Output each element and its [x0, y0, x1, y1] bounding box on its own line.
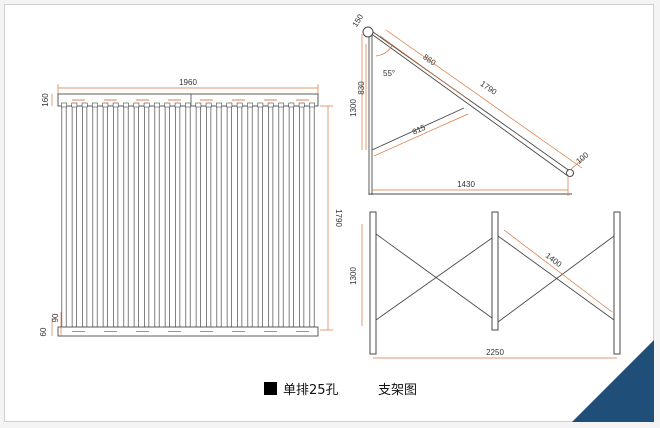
collector-tube — [175, 105, 181, 328]
front-view: 1960 160 1790 60 90 — [39, 78, 343, 336]
collector-tube — [164, 105, 170, 328]
front-top-offset-label: 160 — [41, 93, 50, 107]
tube-socket — [216, 102, 222, 108]
collector-tube — [61, 105, 67, 328]
tube-socket — [226, 102, 233, 108]
rear-diag-dim-line — [503, 229, 613, 313]
rear-diag-label: 1400 — [544, 251, 564, 269]
tube-socket — [185, 102, 191, 108]
tube-socket — [112, 102, 119, 108]
tube-socket — [133, 102, 140, 108]
side-base-label: 1430 — [457, 180, 475, 189]
caption-square — [264, 382, 277, 395]
rear-height-label: 1300 — [349, 267, 358, 285]
tube-socket — [143, 102, 150, 108]
tube-socket — [236, 102, 243, 108]
side-collector-inner — [372, 31, 575, 175]
angle-arc — [375, 45, 393, 57]
side-brace — [371, 107, 465, 151]
side-tank — [362, 26, 374, 38]
rear-width-label: 2250 — [486, 348, 504, 357]
front-height-label: 1790 — [334, 209, 343, 227]
side-brace-dim-line — [373, 113, 469, 157]
corner-triangle — [572, 340, 654, 422]
tube-socket — [92, 102, 98, 108]
side-segment-dim-line — [379, 35, 467, 99]
tube-socket — [174, 102, 181, 108]
collector-tube — [237, 105, 243, 328]
collector-tube — [102, 105, 108, 328]
side-brace-label: 815 — [411, 123, 427, 137]
rear-brace-2 — [375, 237, 493, 321]
collector-tube — [299, 105, 305, 328]
side-length-dim-line — [385, 29, 583, 169]
collector-tube — [144, 105, 150, 328]
collector-tube — [195, 105, 201, 328]
rear-brace-4 — [497, 235, 615, 323]
collector-tube — [133, 105, 139, 328]
tube-socket — [195, 102, 202, 108]
side-height-label: 1300 — [349, 99, 358, 117]
tube-socket — [164, 102, 171, 108]
side-foot-label: 100 — [574, 150, 590, 166]
collector-tube — [278, 105, 284, 328]
rear-brace-3 — [497, 235, 615, 321]
caption-part2: 支架图 — [378, 383, 417, 398]
tube-socket — [123, 102, 129, 108]
tube-socket — [154, 102, 160, 108]
tube-group — [61, 102, 315, 328]
collector-tube — [113, 105, 119, 328]
caption: 单排25孔 支架图 — [264, 382, 417, 398]
collector-tube — [82, 105, 88, 328]
tube-socket — [257, 102, 264, 108]
collector-tube — [268, 105, 274, 328]
drawing-frame — [4, 4, 654, 422]
tube-socket — [81, 102, 88, 108]
side-collector-outer — [365, 29, 569, 177]
tube-socket — [247, 102, 253, 108]
front-bottom-a-label: 60 — [39, 327, 48, 336]
bottom-rail — [57, 326, 319, 337]
collector-tube — [226, 105, 232, 328]
tube-socket — [61, 102, 67, 108]
side-length-label: 1790 — [479, 79, 499, 97]
side-foot-dim-line — [569, 157, 585, 171]
tube-socket — [288, 102, 295, 108]
tube-socket — [298, 102, 305, 108]
collector-tube — [71, 105, 77, 328]
collector-tube — [288, 105, 294, 328]
collector-tube — [154, 105, 160, 328]
tube-socket — [278, 102, 284, 108]
rear-post-middle — [491, 211, 499, 331]
tube-socket — [71, 102, 78, 108]
side-upper-label: 830 — [357, 81, 366, 95]
collector-tube — [123, 105, 129, 328]
side-view: 1300 830 150 55° 860 1790 815 100 1430 — [349, 12, 591, 196]
side-angle-label: 55° — [383, 69, 395, 78]
collector-tube — [309, 105, 315, 328]
collector-tube — [92, 105, 98, 328]
side-foot-end — [566, 169, 574, 177]
rear-post-left — [369, 211, 377, 355]
rear-post-right — [613, 211, 621, 355]
side-segment-label: 860 — [421, 52, 438, 67]
collector-tube — [257, 105, 263, 328]
tube-socket — [309, 102, 315, 108]
collector-tube — [247, 105, 253, 328]
collector-tube — [216, 105, 222, 328]
front-width-label: 1960 — [179, 78, 197, 87]
front-bottom-b-label: 90 — [51, 313, 60, 322]
tube-socket — [205, 102, 212, 108]
rear-brace-1 — [375, 233, 493, 319]
caption-part1: 单排25孔 — [283, 383, 339, 398]
collector-tube — [185, 105, 191, 328]
tube-socket — [267, 102, 274, 108]
rear-view: 1300 1400 2250 — [349, 211, 621, 359]
collector-tube — [206, 105, 212, 328]
tube-socket — [102, 102, 109, 108]
side-top-label: 150 — [351, 12, 366, 29]
